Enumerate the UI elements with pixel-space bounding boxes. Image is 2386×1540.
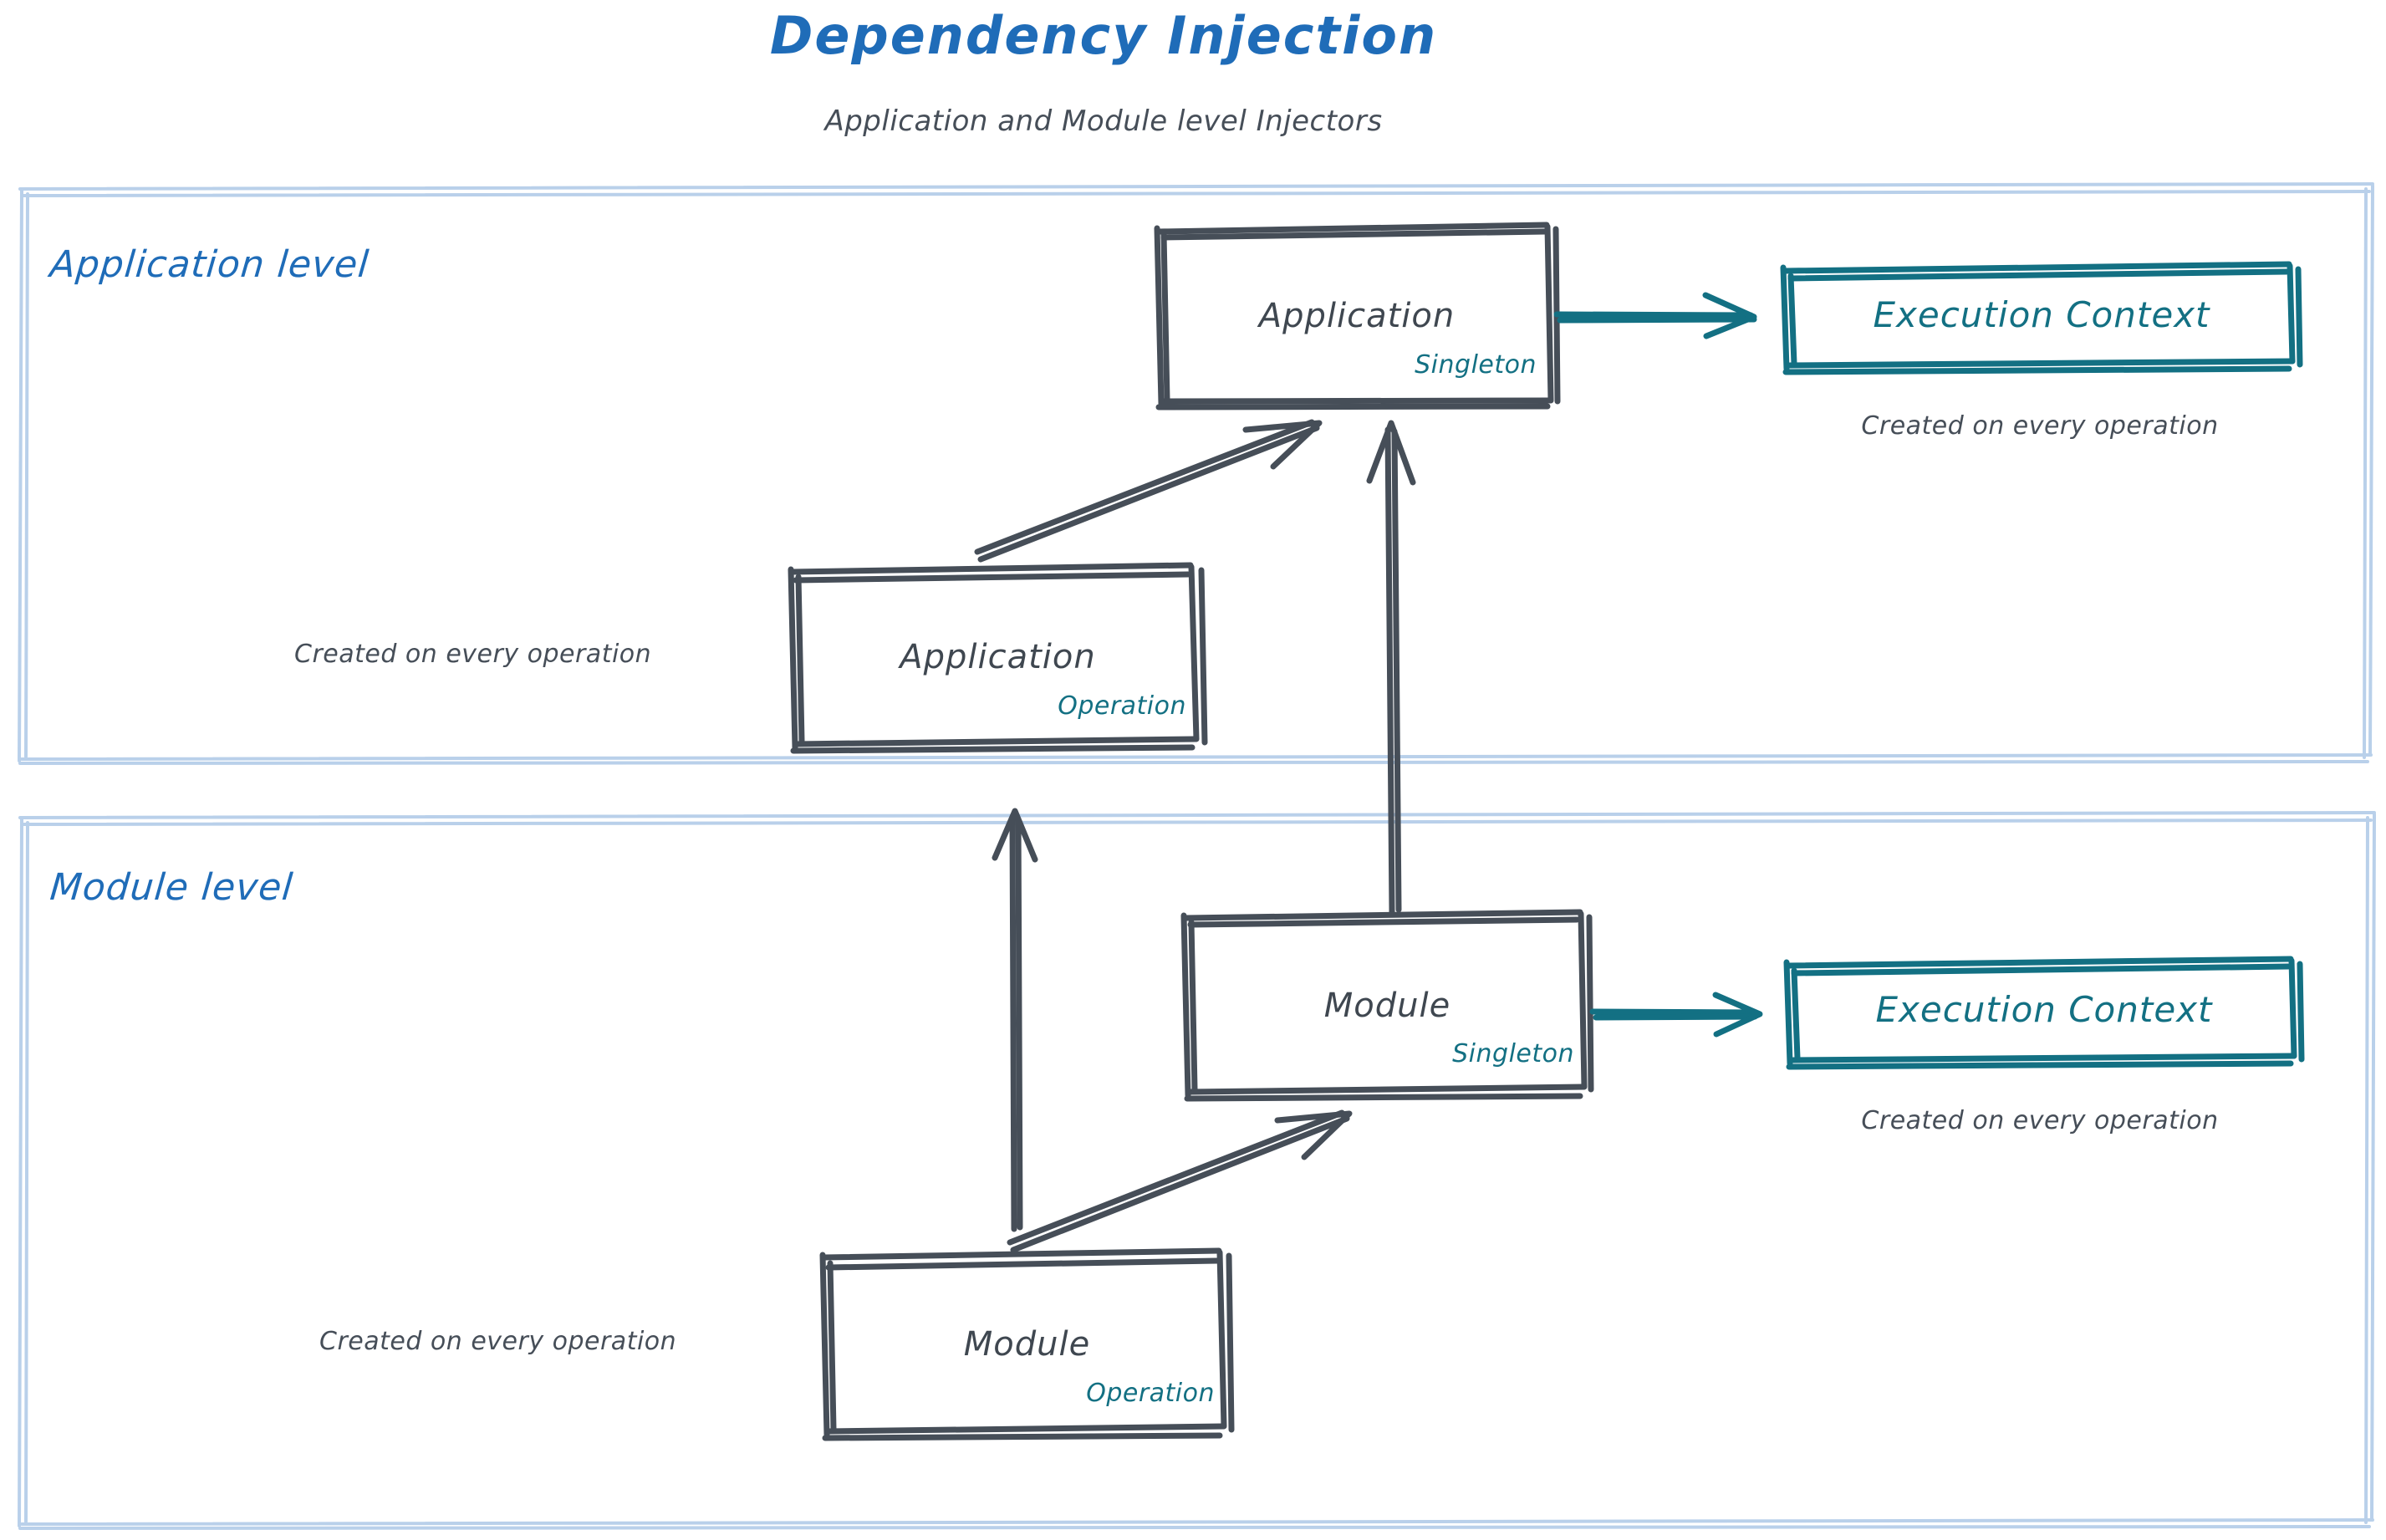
node-module-singleton-outline — [1180, 909, 1594, 1102]
node-application-operation[interactable]: Application Operation — [791, 567, 1205, 751]
node-module-operation-scope: Operation — [1086, 1379, 1215, 1408]
node-module-execution-context-title: Execution Context — [1875, 989, 2213, 1030]
node-module-execution-context-outline — [1783, 956, 2305, 1070]
node-app-execution-context[interactable]: Execution Context — [1783, 264, 2300, 372]
node-module-singleton[interactable]: Module Singleton — [1184, 912, 1591, 1099]
edge-module-operation-to-module-singleton — [1007, 1109, 1353, 1253]
caption-module-operation: Created on every operation — [319, 1327, 677, 1356]
node-module-operation-title: Module — [963, 1325, 1091, 1364]
node-app-execution-context-outline — [1780, 261, 2303, 375]
node-module-singleton-scope: Singleton — [1452, 1039, 1574, 1068]
caption-application-operation: Created on every operation — [294, 640, 652, 669]
edge-module-singleton-to-app-singleton — [1366, 420, 1416, 915]
node-application-operation-outline — [788, 562, 1208, 754]
edge-app-singleton-to-execution-context — [1553, 292, 1757, 339]
module-level-container — [18, 811, 2376, 1530]
section-label-application-level: Application level — [48, 243, 371, 286]
application-level-container — [18, 182, 2374, 765]
node-application-operation-title: Application — [900, 638, 1096, 676]
node-module-operation[interactable]: Module Operation — [823, 1251, 1231, 1438]
edge-module-operation-to-app-operation — [992, 808, 1038, 1232]
node-application-singleton-scope: Singleton — [1415, 350, 1537, 380]
section-label-module-level: Module level — [48, 866, 295, 909]
node-module-execution-context[interactable]: Execution Context — [1787, 959, 2302, 1067]
node-app-execution-context-title: Execution Context — [1873, 294, 2210, 335]
edge-module-singleton-to-execution-context — [1589, 992, 1763, 1038]
caption-app-execution-context: Created on every operation — [1861, 411, 2219, 441]
node-application-singleton-title: Application — [1258, 297, 1456, 335]
node-application-singleton-outline — [1154, 222, 1561, 410]
node-application-operation-scope: Operation — [1058, 691, 1186, 721]
node-module-singleton-title: Module — [1323, 987, 1451, 1025]
node-application-singleton[interactable]: Application Singleton — [1157, 226, 1557, 406]
page-subtitle: Application and Module level Injectors — [824, 105, 1383, 138]
edge-app-operation-to-app-singleton — [974, 419, 1323, 563]
node-module-operation-outline — [819, 1247, 1235, 1441]
caption-module-execution-context: Created on every operation — [1861, 1106, 2219, 1135]
page-title: Dependency Injection — [769, 5, 1438, 66]
